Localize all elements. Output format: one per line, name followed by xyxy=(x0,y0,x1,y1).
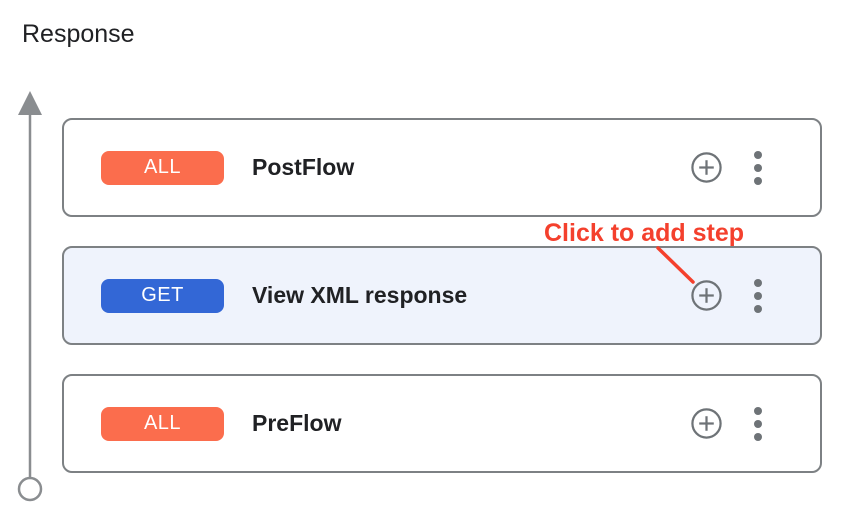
flow-card-list: ALL PostFlow GET View XML response xyxy=(62,118,822,473)
plus-circle-icon xyxy=(690,408,722,439)
flow-card-label: View XML response xyxy=(252,282,468,308)
kebab-menu-icon xyxy=(754,150,762,159)
more-options-button[interactable] xyxy=(746,406,770,441)
kebab-menu-icon xyxy=(754,278,762,287)
more-options-button[interactable] xyxy=(746,278,770,313)
more-options-button[interactable] xyxy=(746,150,770,185)
flow-card-label: PreFlow xyxy=(252,410,342,436)
add-step-button[interactable] xyxy=(686,404,726,444)
plus-circle-icon xyxy=(690,280,722,311)
flow-card-postflow[interactable]: ALL PostFlow xyxy=(62,118,822,217)
flow-card-view-xml-response[interactable]: GET View XML response xyxy=(62,246,822,345)
section-title: Response xyxy=(22,20,135,48)
method-badge: ALL xyxy=(101,150,224,185)
add-step-button[interactable] xyxy=(686,148,726,188)
plus-circle-icon xyxy=(690,152,722,183)
annotation-click-to-add-step: Click to add step xyxy=(544,219,745,247)
add-step-button[interactable] xyxy=(686,276,726,316)
up-arrow-flow-line-icon xyxy=(17,91,43,502)
method-badge: ALL xyxy=(101,406,224,441)
kebab-menu-icon xyxy=(754,406,762,415)
flow-card-preflow[interactable]: ALL PreFlow xyxy=(62,374,822,473)
flow-card-label: PostFlow xyxy=(252,154,355,180)
method-badge: GET xyxy=(101,278,224,313)
